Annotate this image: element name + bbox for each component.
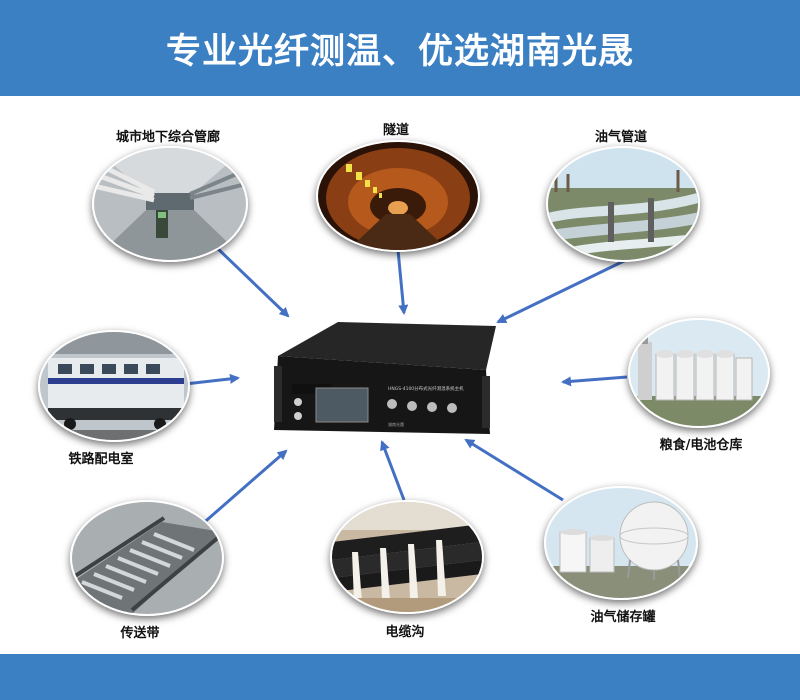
arrow-conveyor-belt — [199, 449, 288, 528]
power-knob-icon — [294, 398, 302, 406]
page-title: 专业光纤测温、优选湖南光晟 — [165, 31, 634, 72]
scene-label-oil-gas-storage-tank: 油气储存罐 — [590, 610, 656, 625]
header-banner: 专业光纤测温、优选湖南光晟 — [0, 0, 800, 96]
scene-label-grain-battery-warehouse: 粮食/电池仓库 — [659, 438, 743, 453]
scene-image-utility-tunnel — [92, 146, 248, 262]
device-screen — [315, 387, 369, 423]
arrow-utility-tunnel — [213, 244, 290, 318]
port-icon — [407, 401, 417, 411]
device-maker-text: 湖南光晟 — [388, 421, 404, 427]
scene-image-cable-trench — [330, 500, 484, 614]
scene-image-tunnel — [316, 140, 480, 252]
arrow-tunnel — [396, 249, 409, 315]
scene-label-conveyor-belt: 传送带 — [120, 626, 160, 641]
port-icon — [447, 403, 457, 413]
scene-image-oil-gas-pipeline — [546, 146, 700, 262]
scene-label-railway-substation: 铁路配电室 — [68, 452, 134, 467]
arrow-grain-battery-warehouse — [561, 375, 628, 387]
scene-image-railway-substation — [38, 330, 190, 442]
temperature-measurement-host: HNGS-4100分布式光纤测温系统主机 湖南光晟 — [268, 318, 498, 438]
scene-label-tunnel: 隧道 — [382, 123, 409, 138]
port-icon — [387, 399, 397, 409]
arrow-oil-gas-storage-tank — [464, 438, 564, 502]
scene-image-oil-gas-storage-tank — [544, 486, 698, 600]
scene-label-oil-gas-pipeline: 油气管道 — [594, 130, 647, 145]
scene-image-grain-battery-warehouse — [628, 318, 770, 428]
arrow-cable-trench — [380, 440, 406, 501]
port-icon — [427, 402, 437, 412]
arrow-railway-substation — [184, 373, 240, 386]
arrow-oil-gas-pipeline — [496, 256, 631, 324]
footer-banner — [0, 654, 800, 700]
device-top-panel — [278, 322, 496, 370]
scene-label-cable-trench: 电缆沟 — [385, 625, 425, 640]
scene-label-utility-tunnel: 城市地下综合管廊 — [115, 130, 220, 145]
knob-icon — [294, 412, 302, 420]
scene-image-conveyor-belt — [70, 500, 224, 616]
device-panel-text: HNGS-4100分布式光纤测温系统主机 — [388, 385, 464, 392]
